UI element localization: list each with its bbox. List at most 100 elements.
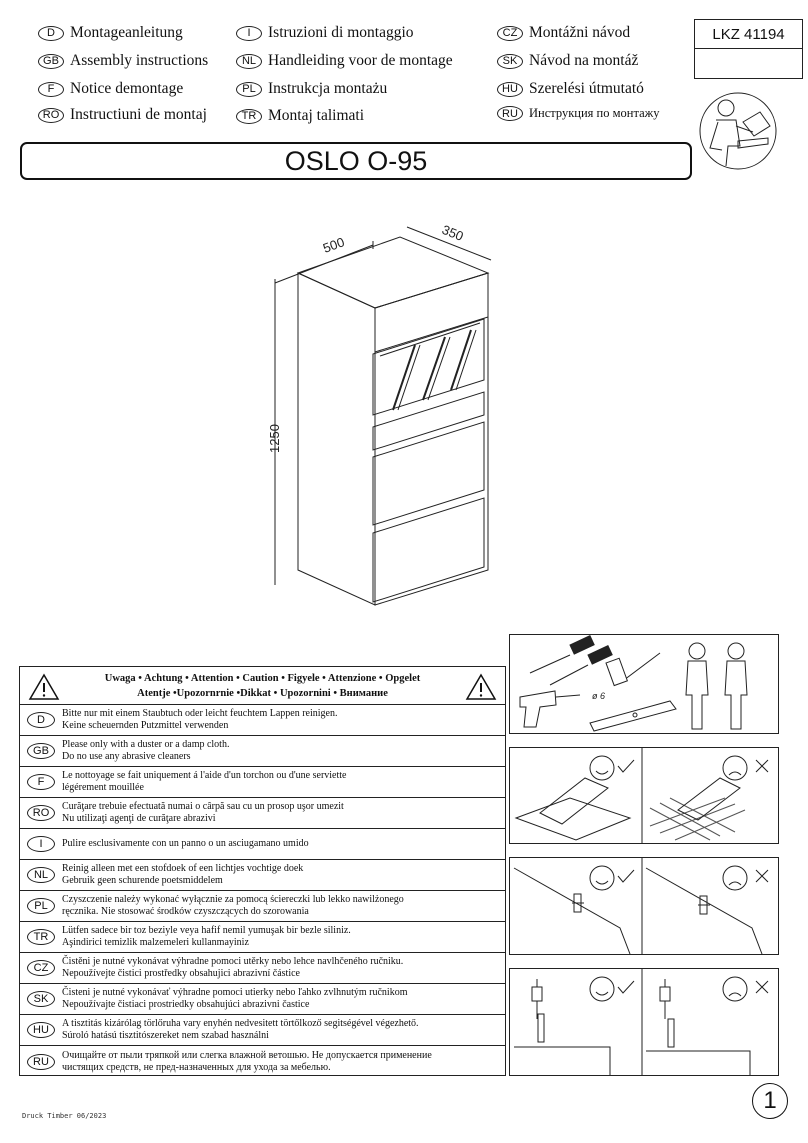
hammer-icon xyxy=(605,652,661,687)
row-badge-cell: I xyxy=(20,836,62,852)
print-footer: Druck Timber 06/2023 xyxy=(22,1112,107,1120)
row-text-line1: Čisteni je nutné vykonávať výhradne pomo… xyxy=(62,987,408,998)
lang-badge: NL xyxy=(236,53,262,69)
hammer-panel xyxy=(509,968,779,1076)
row-text-line2: légérement mouillée xyxy=(62,782,144,793)
row-text-line1: Curăţare trebuie efectuată numai o cârpă… xyxy=(62,801,344,812)
product-title-box: OSLO O-95 xyxy=(20,142,692,180)
row-text: Please only with a duster or a damp clot… xyxy=(62,739,229,763)
row-badge-cell: TR xyxy=(20,929,62,945)
product-code: LKZ 41194 xyxy=(695,20,802,49)
row-text: Czyszczenie należy wykonać wyłącznie za … xyxy=(62,894,404,918)
sad-face-icon xyxy=(722,865,748,891)
row-badge-cell: D xyxy=(20,712,62,728)
lang-label: Assembly instructions xyxy=(70,52,209,69)
page-number: 1 xyxy=(752,1083,788,1119)
row-text-line2: Nu utilizaţi agenţi de curăţare abrazivi xyxy=(62,813,216,824)
row-text: Curăţare trebuie efectuată numai o cârpă… xyxy=(62,801,344,825)
sad-face-icon xyxy=(722,976,748,1002)
lang-badge: PL xyxy=(236,81,262,97)
warning-row: RO Curăţare trebuie efectuată numai o câr… xyxy=(20,798,505,829)
lang-label: Notice demontage xyxy=(70,80,184,97)
row-text-line1: Bitte nur mit einem Staubtuch oder leich… xyxy=(62,708,338,719)
tools-illustration: ø 6 xyxy=(519,635,748,732)
row-text: Reinig alleen met een stofdoek of een li… xyxy=(62,863,303,887)
dimension-depth: 350 xyxy=(440,222,466,244)
row-text: Bitte nur mit einem Staubtuch oder leich… xyxy=(62,708,337,732)
lang-badge: SK xyxy=(497,53,523,69)
dowel-panel xyxy=(509,857,779,955)
lang-label: Instrukcja montażu xyxy=(268,80,388,97)
product-code-box: LKZ 41194 xyxy=(694,19,803,79)
hard-floor xyxy=(649,797,746,841)
row-text-line2: Keine scheuernden Putzmittel verwenden xyxy=(62,720,229,731)
row-badge-cell: HU xyxy=(20,1022,62,1038)
row-badge-cell: GB xyxy=(20,743,62,759)
warning-row: D Bitte nur mit einem Staubtuch oder leic… xyxy=(20,705,505,736)
lang-label: Návod na montáž xyxy=(529,52,639,69)
lang-label: Istruzioni di montaggio xyxy=(268,24,414,41)
row-text: Le nottoyage se fait uniquement á l'aide… xyxy=(62,770,346,794)
row-lang-badge: RO xyxy=(27,805,55,821)
lang-gb: GB Assembly instructions xyxy=(38,52,208,70)
row-badge-cell: CZ xyxy=(20,960,62,976)
lang-i: I Istruzioni di montaggio xyxy=(236,24,414,42)
row-text: Pulire esclusivamente con un panno o un … xyxy=(62,838,309,850)
row-lang-badge: D xyxy=(27,712,55,728)
surface-panel xyxy=(509,747,779,844)
level-icon xyxy=(589,700,677,732)
row-text-line2: Nepoužívejte čistici prostředky obsahuji… xyxy=(62,968,300,979)
dimension-width: 500 xyxy=(321,234,347,256)
lang-cz: CZ Montážni návod xyxy=(497,24,630,42)
tools-panel: ø 6 xyxy=(509,634,779,734)
row-text: Čistěni je nutné vykonávat výhradne pomo… xyxy=(62,956,403,980)
lang-label: Montaj talimati xyxy=(268,107,364,124)
warning-header-line2: Atentje •Upozornrnie •Dikkat • Upozornin… xyxy=(137,688,388,699)
row-badge-cell: F xyxy=(20,774,62,790)
cross-icon xyxy=(755,980,769,994)
row-badge-cell: PL xyxy=(20,898,62,914)
row-text-line1: Please only with a duster or a damp clot… xyxy=(62,739,230,750)
happy-face-icon xyxy=(589,976,615,1002)
warning-header-line1: Uwaga • Achtung • Attention • Caution • … xyxy=(104,673,421,684)
lang-badge: GB xyxy=(38,53,64,69)
warning-triangle-icon xyxy=(465,673,497,700)
people-icon xyxy=(685,642,748,730)
row-text-line1: A tisztitás kizárólag törlőruha vary eny… xyxy=(62,1018,419,1029)
lang-badge: CZ xyxy=(497,25,523,41)
read-instructions-icon xyxy=(699,92,777,170)
lang-sk: SK Návod na montáž xyxy=(497,52,638,70)
product-title: OSLO O-95 xyxy=(284,145,428,176)
lang-label: Instructiuni de montaj xyxy=(70,106,207,123)
lang-nl: NL Handleiding voor de montage xyxy=(236,52,453,70)
lang-badge: HU xyxy=(497,81,523,97)
lang-label: Инструкция по монтажу xyxy=(529,106,660,120)
row-text-line1: Lütfen sadece bir toz beziyle veya hafif… xyxy=(62,925,351,936)
cabinet-drawing: 500 350 1250 xyxy=(267,222,492,606)
lang-pl: PL Instrukcja montażu xyxy=(236,80,387,98)
warning-row: TR Lütfen sadece bir toz beziyle veya haf… xyxy=(20,922,505,953)
row-text-line2: Do no use any abrasive cleaners xyxy=(62,751,191,762)
lang-badge: I xyxy=(236,25,262,41)
row-lang-badge: TR xyxy=(27,929,55,945)
row-text-line1: Pulire esclusivamente con un panno o un … xyxy=(62,838,309,849)
lang-label: Handleiding voor de montage xyxy=(268,52,453,69)
warning-row: I Pulire esclusivamente con un panno o un… xyxy=(20,829,505,860)
row-text-line1: Le nottoyage se fait uniquement á l'aide… xyxy=(62,770,347,781)
lang-label: Szerelési útmutató xyxy=(529,80,644,97)
happy-face-icon xyxy=(589,865,615,891)
row-text: Čisteni je nutné vykonávať výhradne pomo… xyxy=(62,987,407,1011)
dimension-height: 1250 xyxy=(267,424,282,453)
lang-label: Montážni návod xyxy=(529,24,631,41)
warning-table: Uwaga • Achtung • Attention • Caution • … xyxy=(19,666,506,1076)
row-lang-badge: I xyxy=(27,836,55,852)
